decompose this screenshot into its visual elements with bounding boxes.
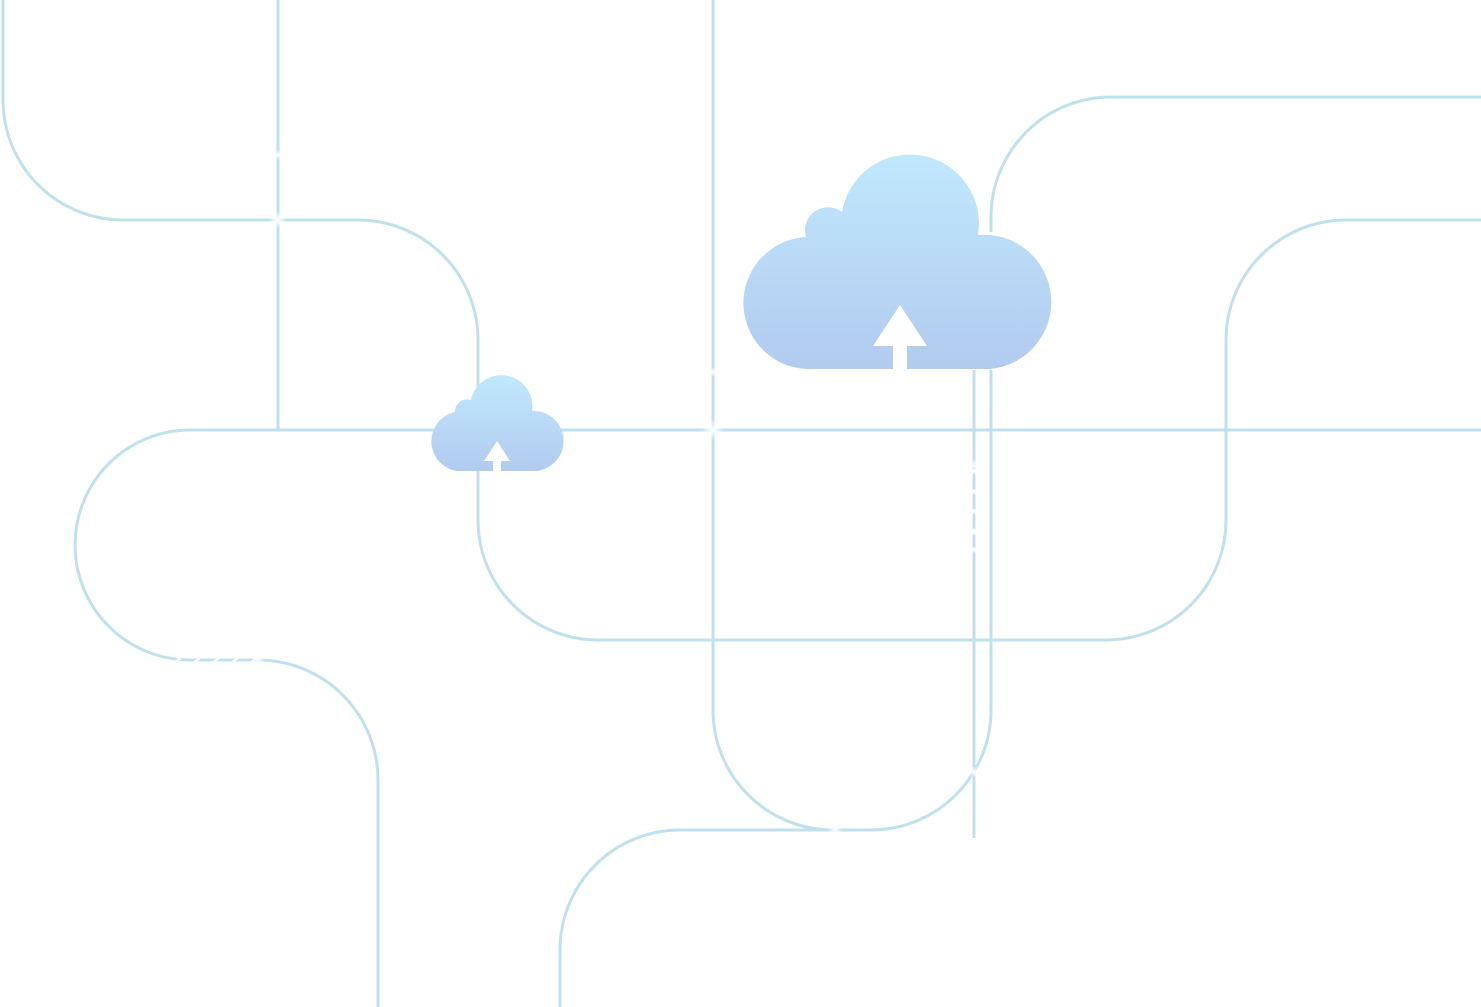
cloud-upload-icon-small xyxy=(431,375,564,471)
chevron-right-icon xyxy=(209,653,219,665)
line-right-loop xyxy=(476,218,1481,642)
chevron-up-icon xyxy=(968,489,980,501)
line-horizontal-main xyxy=(73,428,1481,1007)
glow-dot xyxy=(702,419,724,441)
upload-arrow-icon xyxy=(484,441,510,471)
glow-dot xyxy=(968,459,980,471)
glow-dot xyxy=(968,766,980,778)
chevron-right-icon xyxy=(228,653,238,665)
chevron-right-icon xyxy=(171,653,181,665)
flow-arrows-horizontal xyxy=(171,652,265,666)
chevron-up-icon xyxy=(968,509,980,521)
glow-dot xyxy=(251,652,265,666)
glow-dot xyxy=(273,150,283,160)
line-bottom-curve xyxy=(558,828,833,1007)
glow-points xyxy=(269,150,980,837)
chevron-right-icon xyxy=(190,653,200,665)
upload-arrow-icon xyxy=(873,305,927,369)
chevron-up-icon xyxy=(968,547,980,559)
cloud-upload-icon xyxy=(743,154,1052,370)
glow-dot xyxy=(828,823,842,837)
glow-dot xyxy=(269,211,287,229)
line-top-left-curve xyxy=(1,0,480,400)
line-upper-right-curve xyxy=(989,95,1481,232)
glow-dot xyxy=(708,367,718,377)
line-vertical-center xyxy=(711,0,993,832)
flow-arrows-vertical xyxy=(968,459,980,559)
glow-dot xyxy=(969,527,979,537)
